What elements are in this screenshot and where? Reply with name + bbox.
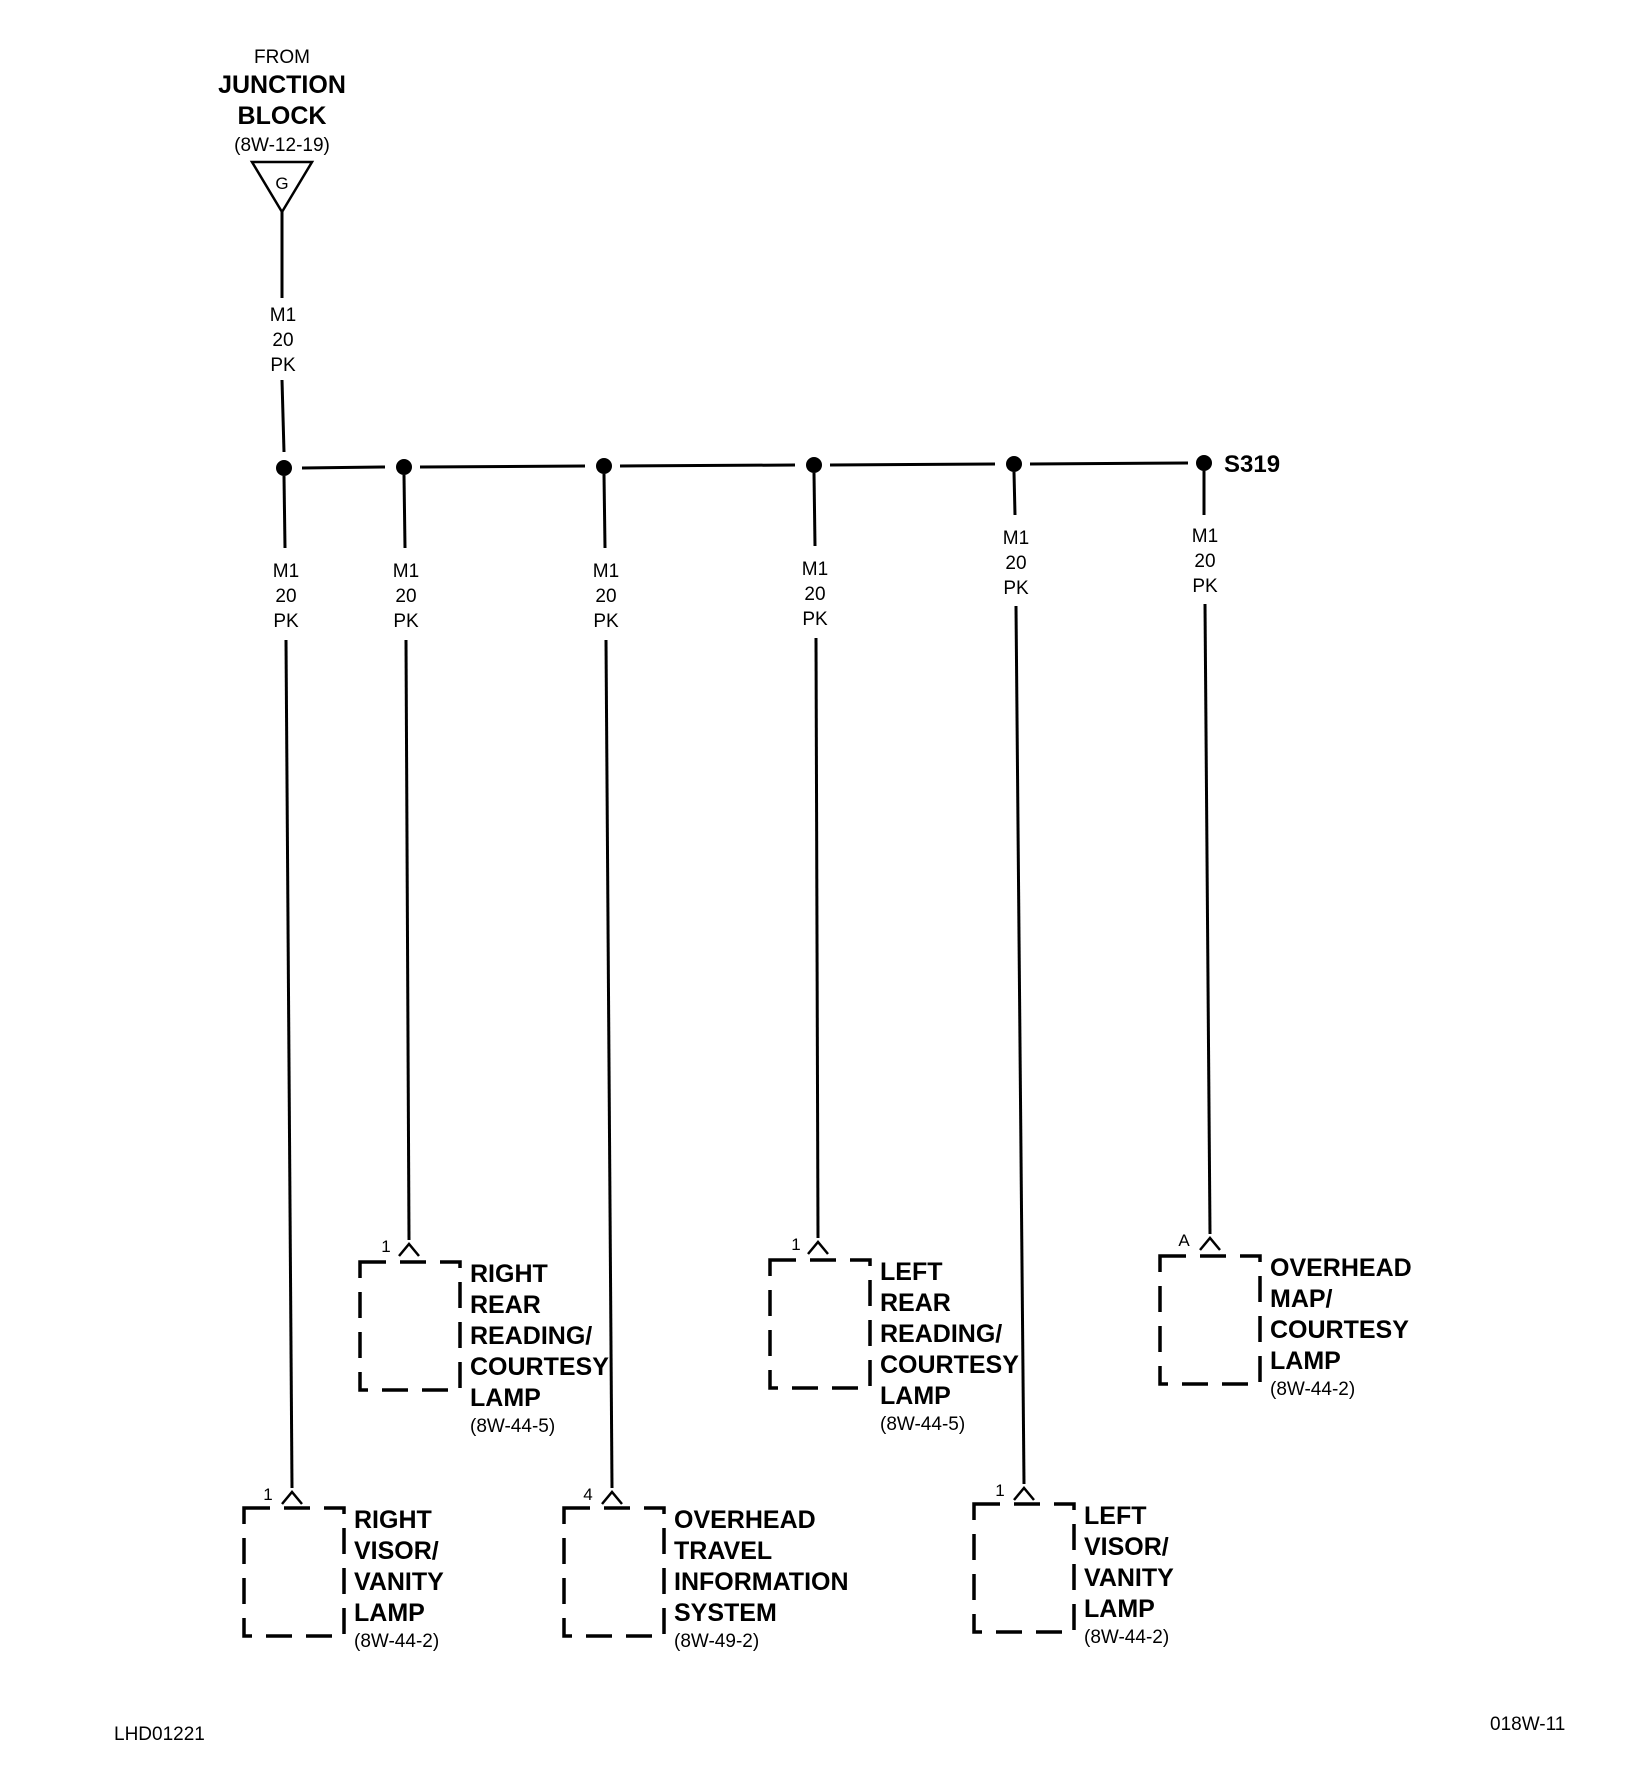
svg-text:PK: PK (1003, 578, 1029, 599)
svg-text:PK: PK (270, 355, 296, 376)
svg-text:PK: PK (1192, 576, 1218, 597)
svg-text:20: 20 (395, 586, 416, 607)
svg-text:(8W-44-5): (8W-44-5) (470, 1416, 555, 1437)
svg-text:VANITY: VANITY (1084, 1564, 1174, 1592)
svg-text:TRAVEL: TRAVEL (674, 1537, 772, 1565)
svg-text:20: 20 (804, 584, 825, 605)
connector-pin-icon (1013, 1486, 1035, 1501)
svg-text:M1: M1 (593, 561, 619, 582)
svg-text:(8W-44-2): (8W-44-2) (1270, 1379, 1355, 1400)
source-connector-id: G (275, 174, 288, 193)
svg-text:INFORMATION: INFORMATION (674, 1568, 849, 1596)
svg-text:READING/: READING/ (880, 1320, 1002, 1348)
svg-text:VISOR/: VISOR/ (354, 1537, 439, 1565)
svg-text:LEFT: LEFT (1084, 1502, 1147, 1530)
svg-text:OVERHEAD: OVERHEAD (1270, 1254, 1412, 1282)
diagram-code-right: 018W-11 (1490, 1714, 1565, 1735)
svg-text:1: 1 (791, 1235, 800, 1254)
svg-text:1: 1 (263, 1485, 272, 1504)
svg-text:M1: M1 (270, 305, 296, 326)
branch-wire-4: M1 20 PK (802, 472, 828, 1239)
connector-triangle-icon (249, 160, 315, 215)
svg-text:LAMP: LAMP (354, 1599, 425, 1627)
connector-pin-icon (398, 1242, 420, 1257)
svg-text:4: 4 (583, 1485, 592, 1504)
svg-text:LAMP: LAMP (470, 1384, 541, 1412)
svg-text:(8W-44-5): (8W-44-5) (880, 1414, 965, 1435)
branch-wire-3: M1 20 PK (593, 473, 619, 1489)
component-overhead-map-courtesy-lamp: A OVERHEAD MAP/ COURTESY LAMP (8W-44-2) (1158, 1231, 1412, 1400)
svg-text:PK: PK (393, 611, 419, 632)
svg-text:20: 20 (595, 586, 616, 607)
source-name-line1: JUNCTION (218, 71, 346, 99)
source-name-line2: BLOCK (238, 102, 327, 130)
svg-text:SYSTEM: SYSTEM (674, 1599, 777, 1627)
svg-text:COURTESY: COURTESY (470, 1353, 609, 1381)
svg-text:READING/: READING/ (470, 1322, 592, 1350)
source-ref: (8W-12-19) (234, 135, 330, 156)
svg-text:M1: M1 (273, 561, 299, 582)
branch-wire-2: M1 20 PK (393, 474, 419, 1241)
branch-wire-1: M1 20 PK (273, 475, 299, 1489)
svg-text:RIGHT: RIGHT (470, 1260, 548, 1288)
svg-text:VISOR/: VISOR/ (1084, 1533, 1169, 1561)
component-right-visor-vanity-lamp: 1 RIGHT VISOR/ VANITY LAMP (8W-44-2) (242, 1485, 444, 1652)
svg-text:M1: M1 (1003, 528, 1029, 549)
source-from-label: FROM (254, 47, 310, 68)
svg-text:REAR: REAR (470, 1291, 541, 1319)
svg-text:1: 1 (995, 1481, 1004, 1500)
splice-node-6 (1196, 455, 1212, 471)
junction-block-source: FROM JUNCTION BLOCK (8W-12-19) G (218, 47, 346, 215)
component-left-rear-reading-courtesy-lamp: 1 LEFT REAR READING/ COURTESY LAMP (8W-4… (768, 1235, 1019, 1435)
svg-text:REAR: REAR (880, 1289, 951, 1317)
svg-text:(8W-44-2): (8W-44-2) (354, 1631, 439, 1652)
svg-text:PK: PK (273, 611, 299, 632)
svg-text:A: A (1178, 1231, 1190, 1250)
branch-wire-5: M1 20 PK (1003, 471, 1029, 1485)
svg-text:20: 20 (1005, 553, 1026, 574)
splice-node-5 (1006, 456, 1022, 472)
feed-wire-label: M1 20 PK (270, 305, 296, 376)
branch-wire-6: M1 20 PK (1192, 471, 1218, 1235)
component-overhead-travel-information-system: 4 OVERHEAD TRAVEL INFORMATION SYSTEM (8W… (562, 1485, 849, 1652)
diagram-code-left: LHD01221 (114, 1724, 205, 1745)
svg-text:M1: M1 (802, 559, 828, 580)
svg-text:M1: M1 (1192, 526, 1218, 547)
svg-text:20: 20 (275, 586, 296, 607)
svg-text:(8W-44-2): (8W-44-2) (1084, 1627, 1169, 1648)
component-right-rear-reading-courtesy-lamp: 1 RIGHT REAR READING/ COURTESY LAMP (8W-… (358, 1237, 609, 1437)
svg-text:LEFT: LEFT (880, 1258, 943, 1286)
svg-text:VANITY: VANITY (354, 1568, 444, 1596)
svg-text:LAMP: LAMP (880, 1382, 951, 1410)
svg-text:20: 20 (272, 330, 293, 351)
svg-text:COURTESY: COURTESY (1270, 1316, 1409, 1344)
svg-text:1: 1 (381, 1237, 390, 1256)
svg-text:LAMP: LAMP (1084, 1595, 1155, 1623)
svg-text:PK: PK (593, 611, 619, 632)
splice-node-3 (596, 458, 612, 474)
svg-text:OVERHEAD: OVERHEAD (674, 1506, 816, 1534)
svg-text:MAP/: MAP/ (1270, 1285, 1333, 1313)
splice-label: S319 (1224, 451, 1280, 478)
component-left-visor-vanity-lamp: 1 LEFT VISOR/ VANITY LAMP (8W-44-2) (972, 1481, 1174, 1648)
splice-node-4 (806, 457, 822, 473)
svg-text:(8W-49-2): (8W-49-2) (674, 1631, 759, 1652)
svg-text:M1: M1 (393, 561, 419, 582)
svg-text:RIGHT: RIGHT (354, 1506, 432, 1534)
connector-pin-icon (601, 1490, 623, 1505)
splice-node-1 (276, 460, 292, 476)
svg-text:LAMP: LAMP (1270, 1347, 1341, 1375)
svg-text:PK: PK (802, 609, 828, 630)
connector-pin-icon (807, 1240, 829, 1255)
splice-node-2 (396, 459, 412, 475)
connector-pin-icon (281, 1490, 303, 1505)
svg-text:COURTESY: COURTESY (880, 1351, 1019, 1379)
connector-pin-icon (1199, 1236, 1221, 1251)
bus-wire (301, 461, 1189, 470)
svg-text:20: 20 (1194, 551, 1215, 572)
feed-wire-lower (280, 379, 286, 453)
